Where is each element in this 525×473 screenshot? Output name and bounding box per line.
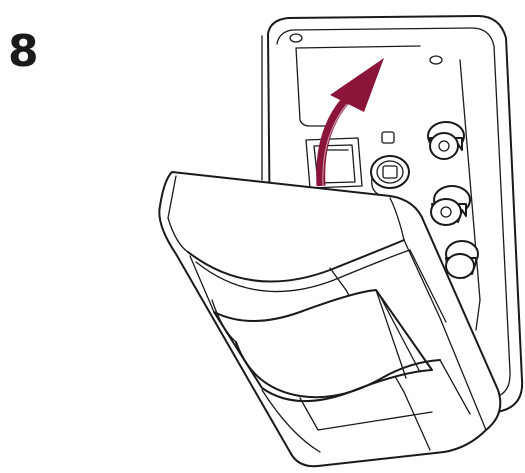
open-cover-arrow [316,58,384,187]
step-number: 8 [8,26,39,77]
potentiometer-3 [445,240,479,279]
potentiometer-2 [430,185,471,226]
terminal-block [305,137,363,189]
potentiometer-1 [427,121,465,160]
front-cover [158,171,502,468]
